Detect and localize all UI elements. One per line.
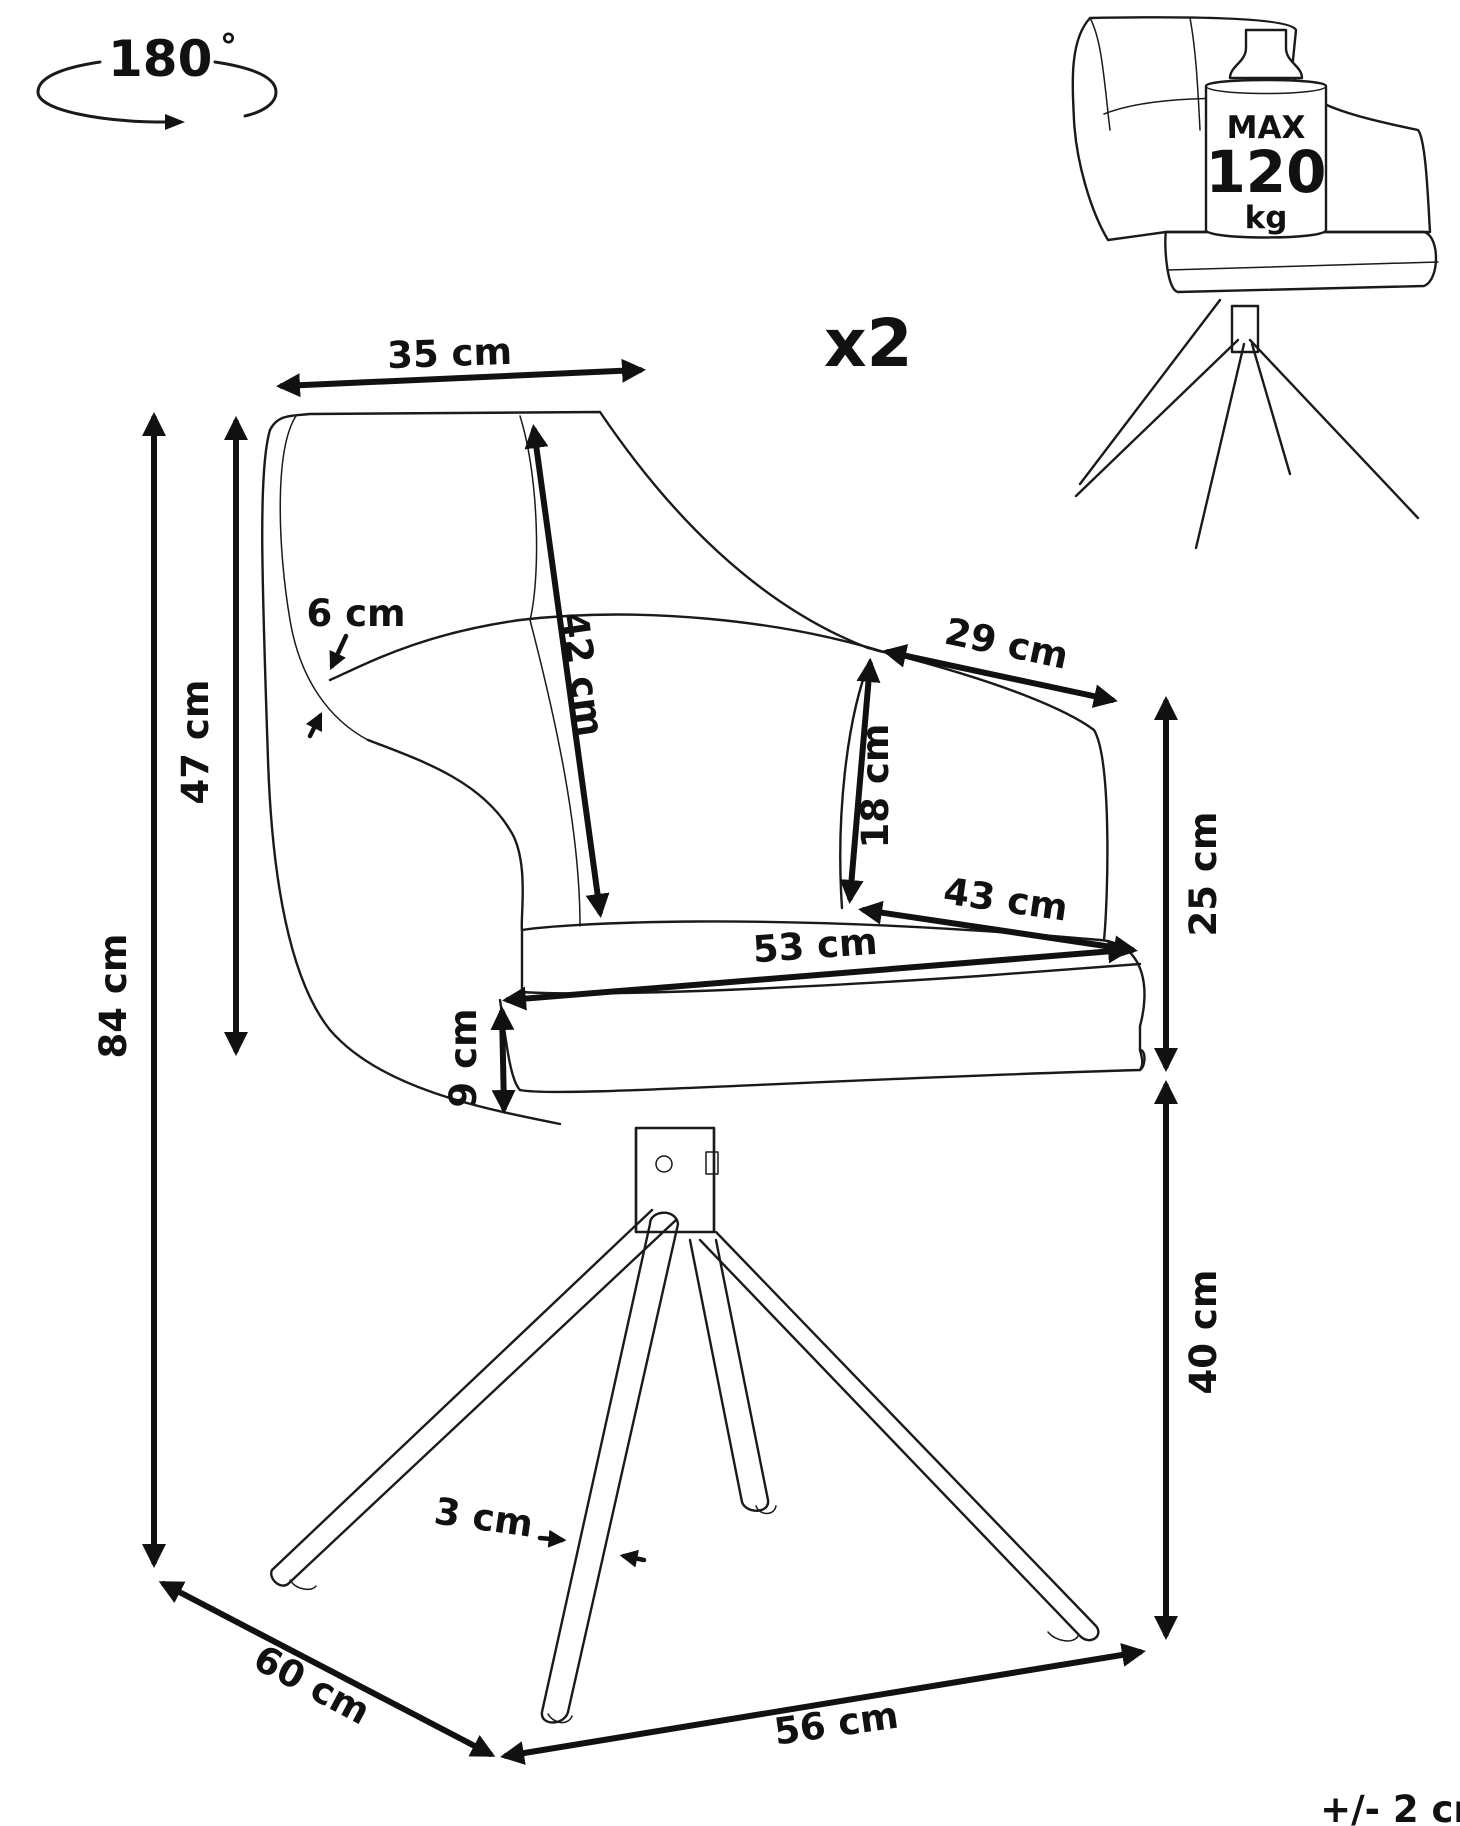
dimension-labels: 35 cm 42 cm 6 cm 47 cm 84 cm 29 cm 18 cm…	[92, 330, 1460, 1826]
leg-thickness-label: 3 cm	[432, 1489, 536, 1545]
backrest-height-label: 42 cm	[552, 609, 612, 739]
rotation-icon: 180 °	[36, 27, 278, 130]
total-height-label: 84 cm	[92, 934, 135, 1059]
seat-width-label: 53 cm	[751, 920, 879, 972]
weight-capacity-illustration: MAX 120 kg	[1071, 16, 1439, 550]
depth-label: 60 cm	[247, 1637, 377, 1734]
width-label: 56 cm	[771, 1694, 901, 1754]
weight-max-label: MAX	[1227, 110, 1306, 146]
seat-to-top-label: 47 cm	[174, 680, 217, 805]
weight-value: 120	[1205, 138, 1326, 206]
rotation-unit: °	[220, 27, 237, 67]
quantity-label: x2	[824, 305, 913, 382]
armrest-thickness-label: 6 cm	[306, 592, 405, 635]
armrest-height-label: 18 cm	[854, 724, 897, 849]
tolerance-label: +/- 2 cm	[1320, 1788, 1460, 1826]
backrest-width-label: 35 cm	[386, 330, 512, 377]
rotation-degrees: 180	[108, 30, 212, 88]
seat-thickness-label: 9 cm	[442, 1008, 485, 1107]
arm-height-total-label: 25 cm	[1182, 812, 1225, 937]
weight-unit: kg	[1245, 200, 1288, 236]
seat-height-label: 40 cm	[1182, 1270, 1225, 1395]
seat-depth-label: 43 cm	[941, 870, 1071, 930]
dimension-lines	[142, 358, 1178, 1765]
